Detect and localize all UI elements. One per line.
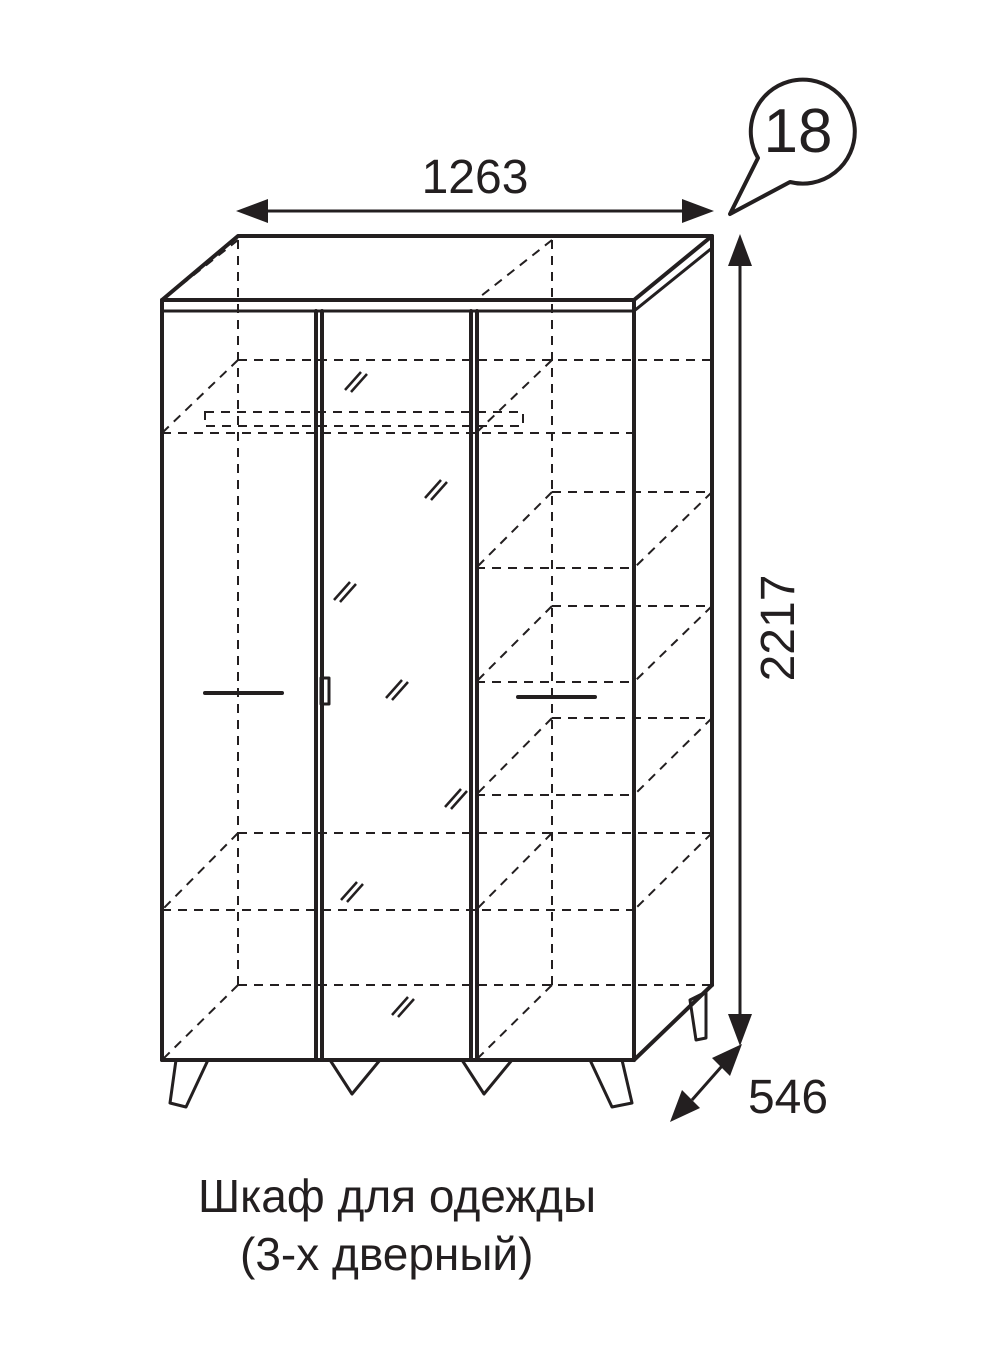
height-dimension: 2217 [728, 234, 805, 1046]
legs [168, 990, 708, 1109]
hidden-lines [161, 239, 713, 1061]
mirror-marks [333, 371, 468, 1018]
item-number-badge: 18 [728, 77, 857, 216]
leg-front-right [588, 1058, 634, 1109]
caption-subtitle: (3-х дверный) [240, 1228, 534, 1280]
door-handles [203, 676, 597, 706]
item-number: 18 [764, 97, 833, 166]
leg-front-mid-2 [460, 1058, 514, 1096]
height-label: 2217 [752, 575, 805, 682]
handle-middle-door [319, 676, 331, 706]
width-dimension: 1263 [236, 151, 714, 223]
width-label: 1263 [422, 151, 529, 204]
leg-front-mid-1 [328, 1058, 382, 1096]
leg-front-left [168, 1058, 210, 1109]
depth-dimension: 546 [670, 1044, 828, 1124]
cabinet-body [160, 234, 714, 1062]
depth-label: 546 [748, 1071, 828, 1124]
caption-title: Шкаф для одежды [198, 1170, 597, 1222]
